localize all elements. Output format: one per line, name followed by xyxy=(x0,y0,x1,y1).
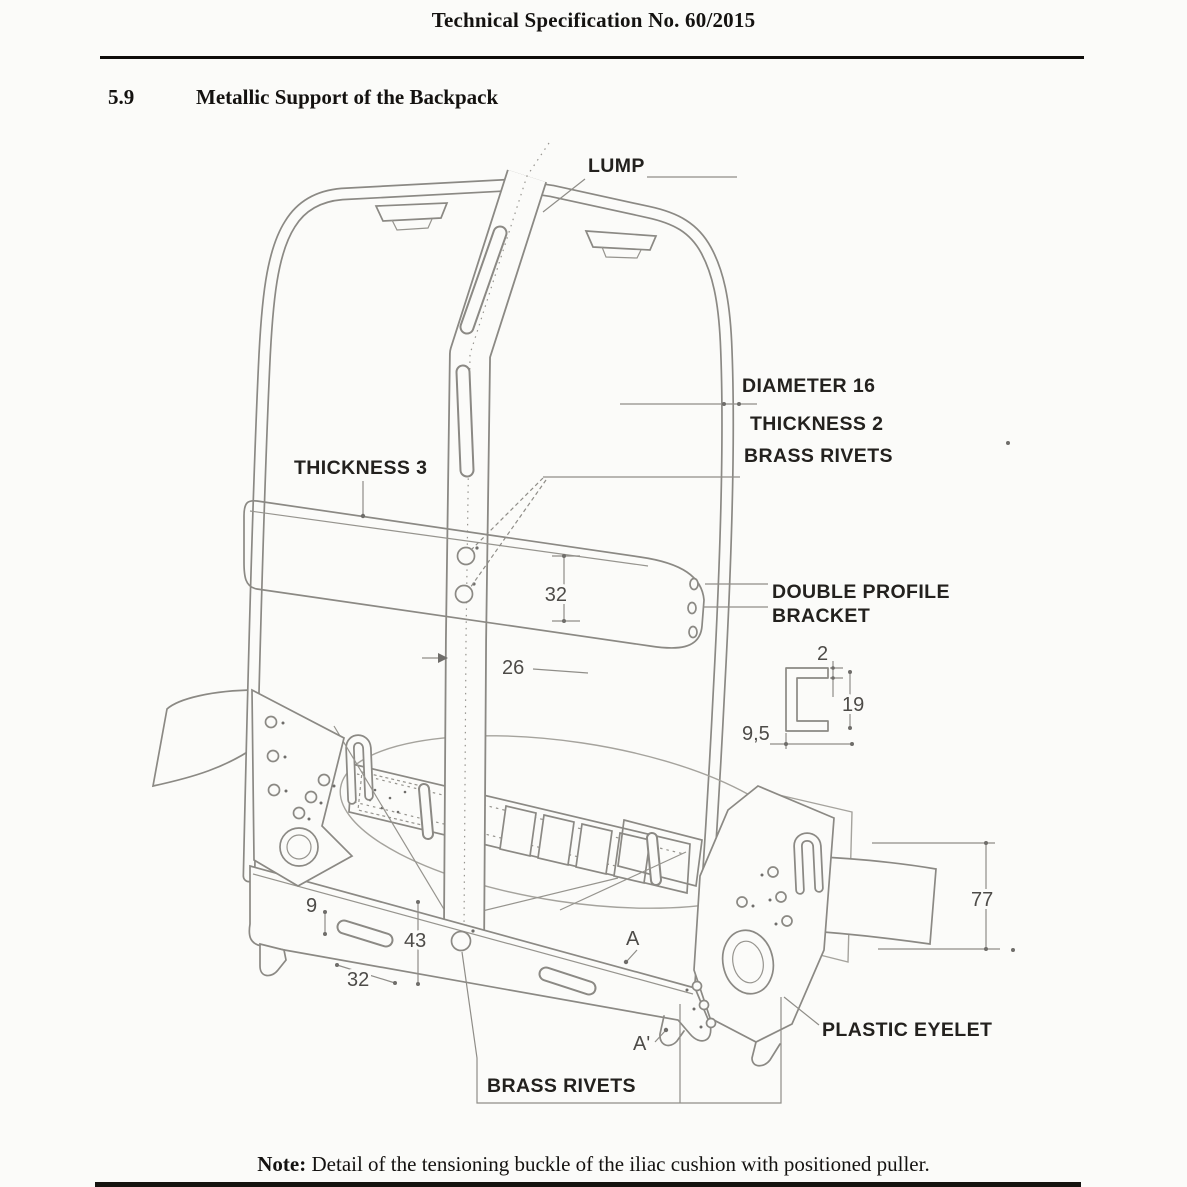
section-mark-a: A xyxy=(626,928,640,950)
footer-rule xyxy=(95,1182,1081,1187)
note-text: Detail of the tensioning buckle of the i… xyxy=(306,1152,930,1176)
tension-buckle-assembly xyxy=(345,734,703,895)
label-double-profile-bracket: BRACKET xyxy=(772,605,870,627)
dim-rail-26: 26 xyxy=(502,657,524,679)
dim-profile-19: 19 xyxy=(842,694,864,716)
annotations xyxy=(323,176,1015,1104)
label-thickness-3: THICKNESS 3 xyxy=(294,457,427,479)
dim-profile-2: 2 xyxy=(817,643,828,665)
label-diameter-16: DIAMETER 16 xyxy=(742,375,875,397)
label-thickness-2: THICKNESS 2 xyxy=(750,413,883,435)
dim-edge-9: 9 xyxy=(306,895,317,917)
frame-tubes xyxy=(242,178,735,1012)
section-number: 5.9 xyxy=(108,85,135,109)
label-brass-rivets-lower: BRASS RIVETS xyxy=(487,1075,636,1097)
center-rail xyxy=(443,142,550,943)
figure-note: Note: Detail of the tensioning buckle of… xyxy=(0,1152,1187,1177)
section-heading: 5.9 Metallic Support of the Backpack xyxy=(108,85,498,110)
right-hip-belt xyxy=(795,855,937,945)
top-bar-clip-left xyxy=(374,202,449,222)
dimension-values: 32 26 2 19 9,5 77 9 43 32 A A' xyxy=(303,581,996,1058)
left-webbing-strap xyxy=(151,689,263,788)
header-rule xyxy=(100,56,1084,59)
plastic-eyelet-grommet xyxy=(721,929,775,995)
note-label: Note: xyxy=(257,1152,307,1176)
label-lump: LUMP xyxy=(588,155,645,177)
dim-belt-77: 77 xyxy=(971,889,993,911)
label-plastic-eyelet: PLASTIC EYELET xyxy=(822,1019,992,1041)
callout-labels: LUMP DIAMETER 16 THICKNESS 2 BRASS RIVET… xyxy=(294,155,992,1097)
top-bar-clip-right xyxy=(584,230,658,251)
left-grommet xyxy=(279,827,319,867)
base-foot-right xyxy=(659,1015,685,1047)
section-mark-a-prime: A' xyxy=(633,1033,650,1055)
section-title: Metallic Support of the Backpack xyxy=(196,85,499,109)
label-brass-rivets-upper: BRASS RIVETS xyxy=(744,445,893,467)
base-foot-left xyxy=(259,942,287,977)
c-profile-detail xyxy=(770,661,854,749)
base-plate xyxy=(248,864,712,1047)
dim-strap-32: 32 xyxy=(545,584,567,606)
waist-strap xyxy=(243,499,705,649)
label-double-profile: DOUBLE PROFILE xyxy=(772,581,950,603)
eyelet-bracket-foot xyxy=(751,1041,781,1067)
left-bracket xyxy=(251,688,354,887)
dim-profile-9-5: 9,5 xyxy=(742,723,770,745)
page-title: Technical Specification No. 60/2015 xyxy=(431,8,756,32)
rail-rivets xyxy=(454,546,479,604)
dim-base-32: 32 xyxy=(347,969,369,991)
dim-base-43: 43 xyxy=(404,930,426,952)
eyelet-bracket xyxy=(685,785,835,1067)
base-rivet-hole xyxy=(450,930,472,952)
